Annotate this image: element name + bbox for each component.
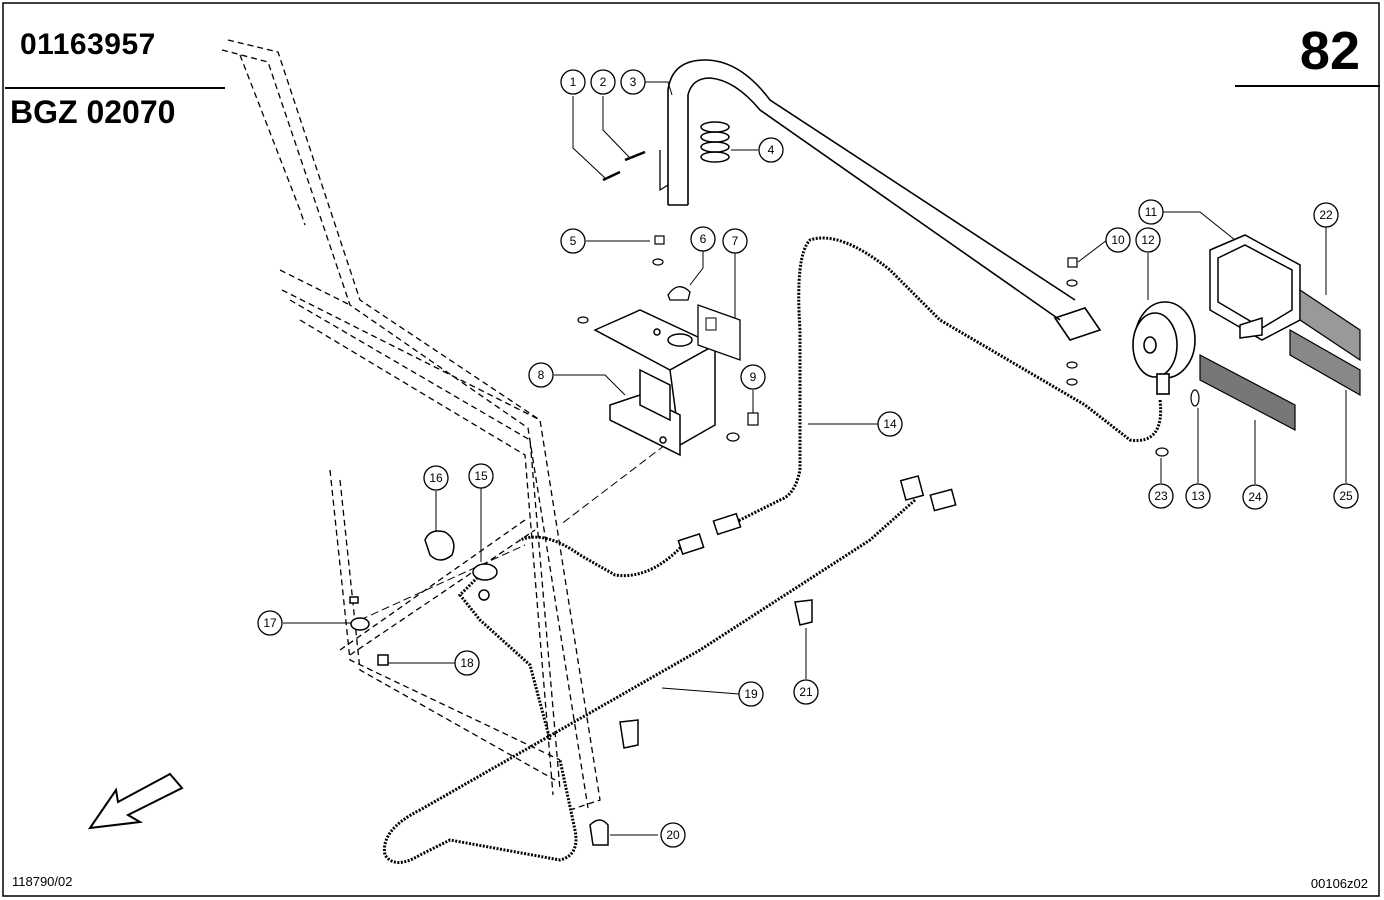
callout-8 — [528, 362, 554, 388]
callout-16 — [423, 465, 449, 491]
callout-13 — [1185, 483, 1211, 509]
callout-label: 11 — [1145, 205, 1158, 219]
callout-25 — [1333, 483, 1359, 509]
callout-labels: 1 2 3 4 5 6 7 8 9 10 11 12 13 14 15 16 1… — [263, 75, 1353, 842]
callout-label: 2 — [600, 75, 607, 89]
callout-11 — [1138, 199, 1164, 225]
callout-label: 13 — [1191, 489, 1205, 503]
callout-5 — [560, 228, 586, 254]
leader-lines — [283, 81, 1347, 836]
leader-dashed-2 — [359, 544, 526, 621]
callout-2 — [590, 69, 616, 95]
callout-label: 9 — [750, 370, 757, 384]
callout-label: 5 — [570, 234, 577, 248]
callout-label: 21 — [799, 685, 813, 699]
mounting-plate — [697, 304, 741, 361]
footer-left-ref: 118790/02 — [12, 874, 73, 889]
callout-label: 7 — [732, 234, 739, 248]
callout-label: 3 — [630, 75, 637, 89]
beacon-pole — [667, 59, 1102, 341]
callout-label: 6 — [700, 232, 707, 246]
page-number: 82 — [1299, 21, 1360, 81]
harness-branch — [457, 573, 552, 741]
callout-label: 10 — [1111, 233, 1125, 247]
callout-label: 19 — [744, 687, 758, 701]
connector-14 — [712, 512, 742, 536]
direction-arrow — [87, 772, 184, 830]
callout-4 — [758, 137, 784, 163]
callout-label: 15 — [474, 469, 488, 483]
callout-label: 8 — [538, 368, 545, 382]
decals — [1199, 288, 1361, 431]
callout-21 — [793, 679, 819, 705]
callout-1 — [560, 69, 586, 95]
spring — [700, 121, 730, 163]
footer-right-ref: 00106z02 — [1310, 876, 1368, 891]
callout-18 — [454, 650, 480, 676]
door-frame-outline — [221, 39, 601, 811]
callout-10 — [1105, 227, 1131, 253]
callout-6 — [690, 226, 716, 252]
callout-20 — [660, 822, 686, 848]
plate-slot — [705, 317, 717, 331]
callout-19 — [738, 681, 764, 707]
group-code: BGZ 02070 — [10, 94, 176, 130]
clamps — [349, 530, 498, 666]
fasteners — [577, 235, 1200, 457]
callout-22 — [1313, 202, 1339, 228]
callout-12 — [1135, 227, 1161, 253]
callout-label: 4 — [768, 143, 775, 157]
callout-3 — [620, 69, 646, 95]
connector-frame — [677, 532, 705, 556]
callout-14 — [877, 411, 903, 437]
callout-23 — [1148, 483, 1174, 509]
callout-label: 20 — [666, 828, 680, 842]
callout-label: 22 — [1319, 208, 1333, 222]
callout-label: 17 — [263, 616, 277, 630]
callout-label: 18 — [460, 656, 474, 670]
cable-clips — [589, 599, 813, 846]
callout-15 — [468, 463, 494, 489]
callout-label: 25 — [1339, 489, 1353, 503]
beacon-lamp — [1132, 301, 1196, 395]
callout-label: 1 — [570, 75, 577, 89]
leader-dashed — [559, 444, 666, 526]
mounting-bracket — [593, 309, 717, 457]
harness-connectors — [899, 475, 957, 512]
callout-label: 23 — [1154, 489, 1168, 503]
pole-slot — [659, 150, 669, 192]
cable-frame-link — [519, 535, 685, 578]
callout-17 — [257, 610, 283, 636]
pole-clip — [667, 286, 691, 301]
callout-7 — [722, 228, 748, 254]
part-number: 01163957 — [20, 28, 156, 61]
callout-label: 12 — [1141, 233, 1155, 247]
callout-balloons — [257, 69, 1359, 848]
cable-14 — [729, 236, 1163, 527]
callout-label: 24 — [1248, 490, 1262, 504]
callout-9 — [740, 364, 766, 390]
harness-19 — [382, 498, 916, 864]
pins — [602, 150, 646, 182]
callout-24 — [1242, 484, 1268, 510]
lamp-cover — [1209, 234, 1301, 341]
callout-label: 16 — [429, 471, 443, 485]
callout-label: 14 — [883, 417, 897, 431]
